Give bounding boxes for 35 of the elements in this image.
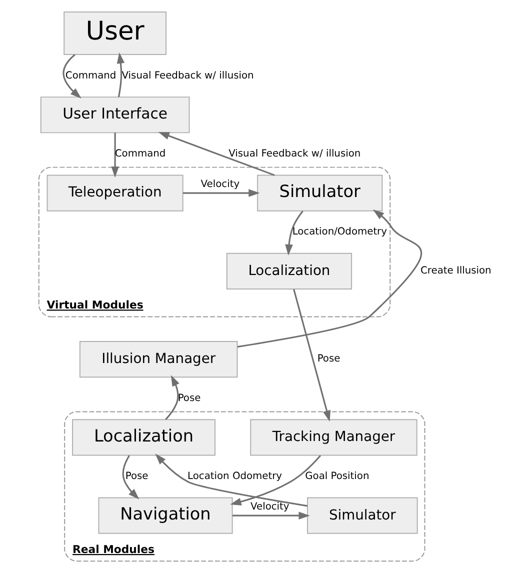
node-box: Tracking Manager [250,419,418,456]
arrow [230,455,322,506]
edge-label: Command [114,148,166,160]
edge-label: Create Illusion [420,266,492,277]
edge-label: Velocity [200,179,240,190]
node-box: Illusion Manager [79,340,238,378]
edge-label: Goal Position [305,470,370,482]
arrow [237,210,422,348]
arrow [116,52,125,98]
node-box: User [64,11,166,56]
arrow [232,512,310,520]
edge-label: Velocity [250,502,290,513]
arrow [285,210,304,256]
node-box: Simulator [257,174,383,212]
arrow [122,455,140,500]
edge-label: Location Odometry [188,470,282,482]
edge-label: Command [65,70,116,82]
arrow [182,189,260,197]
arrow [62,54,82,98]
arrow [293,288,331,422]
edge-label: Pose [317,354,340,365]
node-box: Teleoperation [46,174,184,212]
node-box: Localization [226,252,352,290]
node-box: User Interface [40,96,190,134]
node-box: Navigation [98,497,233,534]
edge-label: Pose [125,470,148,482]
edge-label: Visual Feedback w/ illusion [122,70,254,82]
arrow [111,132,119,178]
edge-label: Location/Odometry [292,226,387,238]
arrow [165,375,180,420]
arrow [155,454,308,507]
node-box: Simulator [307,497,418,534]
edge-label: Pose [178,392,201,404]
node-box: Localization [72,419,216,456]
edge-label: Visual Feedback w/ illusion [228,148,361,160]
